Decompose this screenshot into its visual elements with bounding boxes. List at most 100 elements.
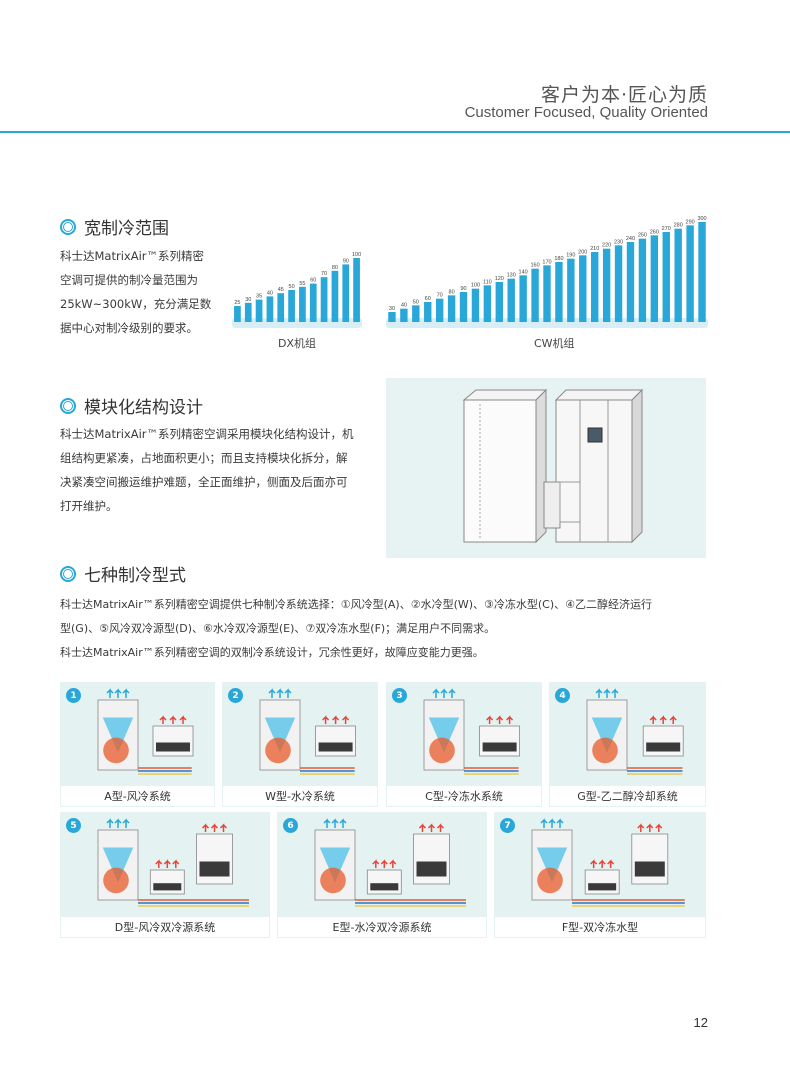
heat-arrow-icon xyxy=(598,859,606,868)
heat-zone xyxy=(592,737,618,764)
bar-value-label: 60 xyxy=(425,296,431,302)
heat-arrow-icon xyxy=(655,823,663,832)
bar-value-label: 240 xyxy=(626,236,635,242)
air-cooled-system-diagram xyxy=(97,688,194,775)
airflow-arrow-icon xyxy=(106,688,114,698)
grille xyxy=(153,883,182,891)
grille xyxy=(416,861,447,877)
bar-value-label: 100 xyxy=(471,283,480,289)
heat-arrow-icon xyxy=(436,823,445,832)
text-line: 科士达MatrixAir™系列精密空调采用模块化结构设计，机 xyxy=(60,427,354,441)
bar xyxy=(299,286,306,322)
bar-value-label: 80 xyxy=(449,289,455,295)
bar xyxy=(638,238,647,322)
header-divider xyxy=(0,131,790,133)
text-line: 25kW~300kW，充分满足数 xyxy=(60,297,212,311)
bar xyxy=(471,288,480,322)
grille xyxy=(634,861,665,877)
heat-arrow-icon xyxy=(155,859,163,868)
bar xyxy=(320,277,328,322)
bar xyxy=(424,302,432,322)
system-panel-f: 7 F型-双冷冻水型 xyxy=(494,812,706,938)
air-cooled-dual-system-diagram xyxy=(97,818,249,907)
system-panel-c: 3 C型-冷冻水系统 xyxy=(386,682,542,807)
heat-arrow-icon xyxy=(163,859,171,868)
coil-shape xyxy=(591,717,623,753)
bar-value-label: 250 xyxy=(638,233,647,239)
water-cooled-system-diagram xyxy=(259,688,356,775)
section-title-wide-range: 宽制冷范围 xyxy=(60,214,169,239)
text-line: 科士达MatrixAir™系列精密空调提供七种制冷系统选择：①风冷型(A)、②水… xyxy=(60,598,653,611)
bar xyxy=(626,242,635,322)
heat-zone xyxy=(429,737,455,764)
page-number: 12 xyxy=(693,1015,708,1030)
heat-zone xyxy=(103,737,129,764)
heat-zone xyxy=(320,867,346,894)
heat-arrow-icon xyxy=(201,823,210,832)
bar xyxy=(309,283,317,322)
outdoor-unit xyxy=(584,869,620,895)
bar-value-label: 180 xyxy=(554,256,563,262)
heat-arrow-icon xyxy=(659,715,667,724)
system-label: G型-乙二醇冷却系统 xyxy=(549,785,706,807)
heat-arrow-icon xyxy=(590,859,598,868)
heat-arrow-icon xyxy=(322,715,330,724)
header-title-en: Customer Focused, Quality Oriented xyxy=(464,104,708,121)
bar xyxy=(650,235,659,322)
airflow-arrow-icon xyxy=(331,818,339,828)
bar-value-label: 50 xyxy=(289,284,295,290)
text-line: 科士达MatrixAir™系列精密空调的双制冷系统设计，冗余性更好，故障应变能力… xyxy=(60,646,484,659)
system-number-badge: 6 xyxy=(283,818,298,833)
cw-chart-label: CW机组 xyxy=(534,337,575,350)
airflow-arrow-icon xyxy=(556,818,564,828)
outdoor-unit xyxy=(149,869,185,895)
heat-arrow-icon xyxy=(159,715,167,724)
grille xyxy=(646,742,681,752)
heat-arrow-icon xyxy=(380,859,388,868)
bar-value-label: 270 xyxy=(662,226,671,232)
system-label: A型-风冷系统 xyxy=(60,785,215,807)
heat-zone xyxy=(265,737,291,764)
grille xyxy=(588,883,617,891)
heat-arrow-icon xyxy=(219,823,228,832)
system-panel-g: 4 G型-乙二醇冷却系统 xyxy=(549,682,706,807)
bar xyxy=(519,275,527,322)
bar-value-label: 110 xyxy=(483,279,492,285)
bar-value-label: 130 xyxy=(507,273,516,279)
bar xyxy=(674,228,682,322)
glycol-system-diagram xyxy=(586,688,684,775)
bar-value-label: 170 xyxy=(542,259,551,265)
bar-value-label: 290 xyxy=(686,219,695,225)
text-line: 据中心对制冷级别的要求。 xyxy=(60,321,198,335)
heat-arrow-icon xyxy=(496,715,504,724)
seven-types-text: 科士达MatrixAir™系列精密空调提供七种制冷系统选择：①风冷型(A)、②水… xyxy=(60,593,652,665)
section-title-modular: 模块化结构设计 xyxy=(60,393,203,418)
bar-value-label: 30 xyxy=(389,306,395,312)
system-panel-w: 2 W型-水冷系统 xyxy=(222,682,378,807)
heat-arrow-icon xyxy=(646,823,654,832)
airflow-arrow-icon xyxy=(122,818,130,828)
bar-value-label: 25 xyxy=(234,300,240,306)
bar-value-label: 45 xyxy=(278,287,284,293)
bar-value-label: 90 xyxy=(343,258,349,264)
bar-value-label: 40 xyxy=(401,303,407,309)
airflow-arrow-icon xyxy=(448,688,456,698)
bar-value-label: 160 xyxy=(530,263,539,269)
coil-shape xyxy=(428,717,460,753)
header-title-cn: 客户为本·匠心为质 xyxy=(540,84,708,106)
grille xyxy=(482,742,517,752)
bar xyxy=(579,255,587,322)
bar-value-label: 70 xyxy=(321,271,327,277)
text-line: 型(G)、⑤风冷双冷源型(D)、⑥水冷双冷源型(E)、⑦双冷冻水型(F)；满足用… xyxy=(60,622,496,635)
bar-value-label: 30 xyxy=(245,297,251,303)
heat-arrow-icon xyxy=(607,859,615,868)
system-number-badge: 3 xyxy=(392,688,407,703)
dual-chilled-water-system-diagram xyxy=(531,818,685,907)
bar xyxy=(266,296,274,322)
cw-capacity-chart: 3040506070809010011012013014016017018019… xyxy=(386,216,708,328)
system-panel-d: 5 D型-风冷双冷源系统 xyxy=(60,812,270,938)
bar-value-label: 220 xyxy=(602,243,611,249)
modular-text: 科士达MatrixAir™系列精密空调采用模块化结构设计，机 组结构更紧凑，占地… xyxy=(60,422,354,518)
water-cooled-dual-system-diagram xyxy=(314,818,466,907)
